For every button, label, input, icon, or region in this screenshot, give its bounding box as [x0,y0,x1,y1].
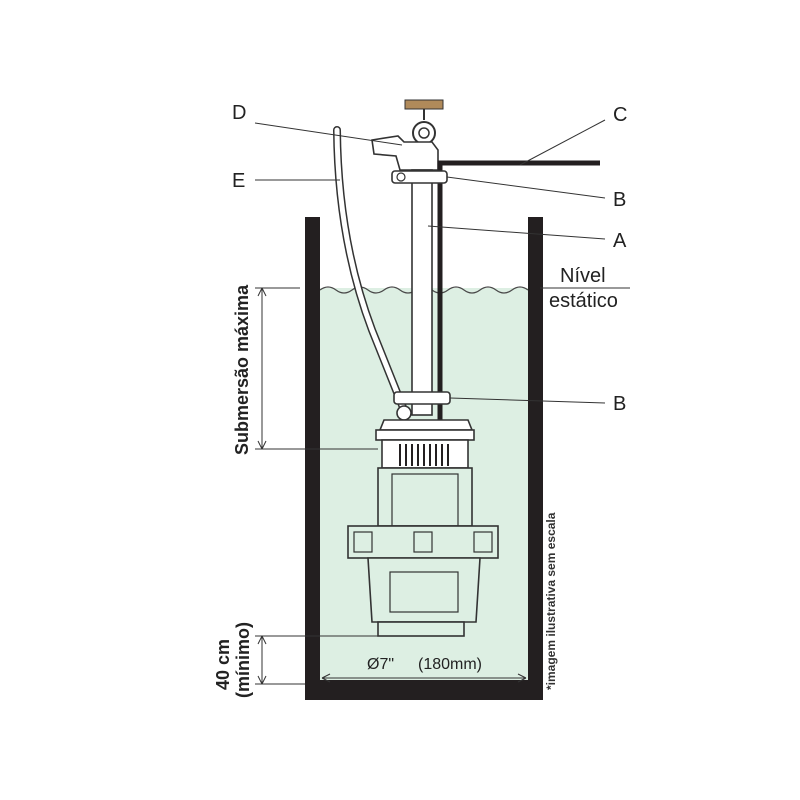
pump-top-bracket [378,419,474,431]
hose-inner [334,127,407,413]
label-a: A [613,230,627,252]
label-d: D [232,102,246,124]
clamp-top-screw [396,172,406,182]
hose-connector [396,405,412,421]
pump-body-lower [367,557,481,623]
well-floor [305,680,543,700]
pump-body-upper [377,467,473,527]
pump-flange [347,525,499,559]
leader-lines [254,119,630,404]
label-note: *imagem ilustrativa sem escala [544,512,558,690]
flange-bolt-center [413,531,433,553]
label-estatico: estático [549,290,618,312]
pump-head-ring [375,429,475,441]
intake-grille [399,444,449,466]
label-b-top: B [613,189,626,211]
diameter-dimension [321,673,527,683]
label-40cm: 40 cm [213,639,233,690]
label-submersao: Submersão máxima [232,284,252,455]
label-b-bottom: B [613,393,626,415]
well-wall-left [305,217,320,700]
flange-bolt-left [353,531,373,553]
submersion-dimension [255,287,378,450]
check-valve [371,135,439,171]
ceiling-anchor [404,99,444,110]
label-diameter: Ø7" [367,656,394,673]
electric-cable [437,160,600,420]
pump-lower-panel [389,571,459,613]
label-c: C [613,104,627,126]
label-nivel: Nível [560,265,606,287]
label-diameter-mm: (180mm) [418,656,482,673]
flange-bolt-right [473,531,493,553]
clamp-bottom [393,391,451,405]
hook-ring [418,127,430,139]
label-minimo: (mínimo) [233,622,253,698]
label-e: E [232,170,245,192]
discharge-pipe [411,169,433,416]
pump-base [377,621,465,637]
well-wall-right [528,217,543,700]
min-distance-dimension [255,635,378,685]
